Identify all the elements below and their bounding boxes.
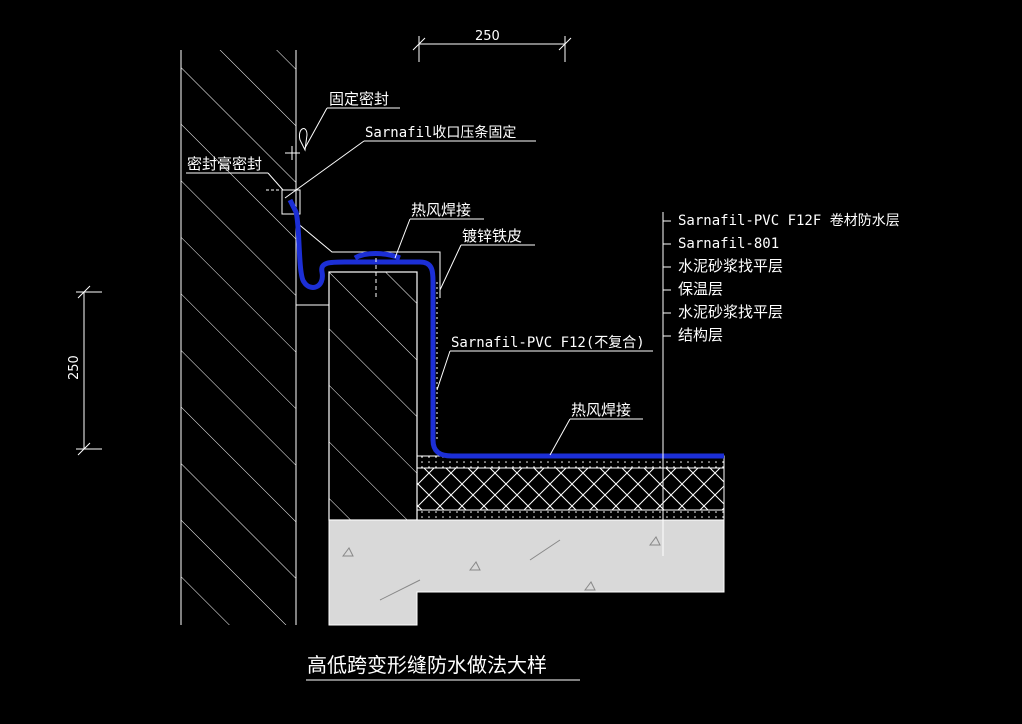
callout-leaders	[186, 107, 671, 556]
structural-slab	[328, 519, 725, 626]
insulation-layer	[416, 467, 725, 511]
layer-list: Sarnafil-PVC F12F 卷材防水层 Sarnafil-801 水泥砂…	[678, 213, 900, 344]
callout-sealant: 密封膏密封	[187, 155, 262, 173]
dimension-top-value: 250	[475, 29, 500, 44]
layer-item: 水泥砂浆找平层	[678, 257, 783, 275]
dimension-left: 250	[67, 285, 102, 456]
high-wall	[180, 50, 297, 625]
callout-hot-air-weld-bottom: 热风焊接	[571, 401, 631, 419]
callout-termination-bar: Sarnafil收口压条固定	[365, 124, 516, 141]
dimension-left-value: 250	[67, 355, 82, 380]
upstand-curb	[328, 271, 418, 521]
leveling-layer-lower	[416, 509, 725, 521]
layer-item: 保温层	[678, 280, 723, 298]
callout-fixed-seal: 固定密封	[329, 90, 389, 108]
pvc-membrane	[287, 198, 724, 459]
layer-item: 水泥砂浆找平层	[678, 303, 783, 321]
fixed-seal-bead	[298, 128, 308, 152]
dimension-top: 250	[412, 29, 572, 62]
callout-galvanized-sheet: 镀锌铁皮	[462, 227, 522, 245]
drawing-title: 高低跨变形缝防水做法大样	[307, 653, 547, 677]
callout-pvc-non-composite: Sarnafil-PVC F12(不复合)	[451, 334, 645, 351]
callout-hot-air-weld-top: 热风焊接	[411, 201, 471, 219]
joint-gap	[296, 304, 330, 625]
layer-item: Sarnafil-801	[678, 236, 779, 252]
layer-item: 结构层	[678, 326, 723, 344]
layer-item: Sarnafil-PVC F12F 卷材防水层	[678, 213, 900, 229]
